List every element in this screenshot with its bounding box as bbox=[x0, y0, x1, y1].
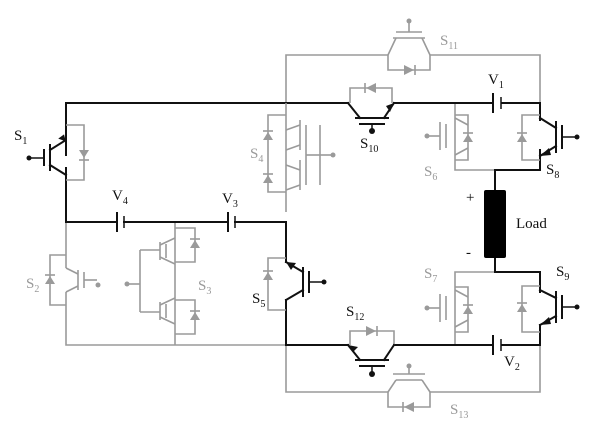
switch-s10 bbox=[346, 83, 396, 134]
switch-s11 bbox=[387, 18, 431, 75]
battery-v2 bbox=[492, 335, 502, 355]
label-s11: S11 bbox=[440, 33, 458, 52]
battery-v1 bbox=[492, 93, 502, 113]
label-v1: V1 bbox=[488, 72, 504, 91]
switch-s1 bbox=[26, 102, 89, 181]
label-s3: S3 bbox=[198, 278, 211, 297]
labels: S1 S2 S3 S4 S5 S6 S7 S8 S9 S10 S11 S12 S… bbox=[14, 33, 569, 421]
load-block bbox=[484, 190, 506, 258]
load-minus: - bbox=[466, 245, 471, 261]
switch-s12 bbox=[346, 326, 396, 377]
load-plus: + bbox=[466, 190, 474, 206]
switch-s13 bbox=[387, 363, 431, 412]
switch-s2 bbox=[45, 254, 101, 306]
label-s13: S13 bbox=[450, 402, 468, 421]
switch-s9 bbox=[517, 285, 580, 333]
switch-s3 bbox=[124, 227, 200, 335]
battery-v3 bbox=[227, 212, 236, 232]
label-v2: V2 bbox=[504, 354, 520, 373]
switch-s4 bbox=[263, 103, 336, 212]
label-v4: V4 bbox=[112, 188, 128, 207]
label-s12: S12 bbox=[346, 304, 364, 323]
label-s10: S10 bbox=[360, 136, 378, 155]
switch-s8 bbox=[517, 114, 580, 161]
load-label: Load bbox=[516, 216, 547, 232]
switch-s7 bbox=[424, 286, 473, 333]
label-s1: S1 bbox=[14, 128, 27, 147]
label-v3: V3 bbox=[222, 191, 238, 210]
label-s8: S8 bbox=[546, 162, 559, 181]
switch-s5 bbox=[263, 257, 327, 311]
switch-s6 bbox=[424, 114, 473, 161]
battery-v4 bbox=[116, 212, 125, 232]
inactive-wiring bbox=[65, 54, 541, 393]
label-s6: S6 bbox=[424, 164, 437, 183]
label-s9: S9 bbox=[556, 264, 569, 283]
label-s7: S7 bbox=[424, 266, 437, 285]
label-s4: S4 bbox=[250, 146, 263, 165]
label-s5: S5 bbox=[252, 291, 265, 310]
label-s2: S2 bbox=[26, 276, 39, 295]
